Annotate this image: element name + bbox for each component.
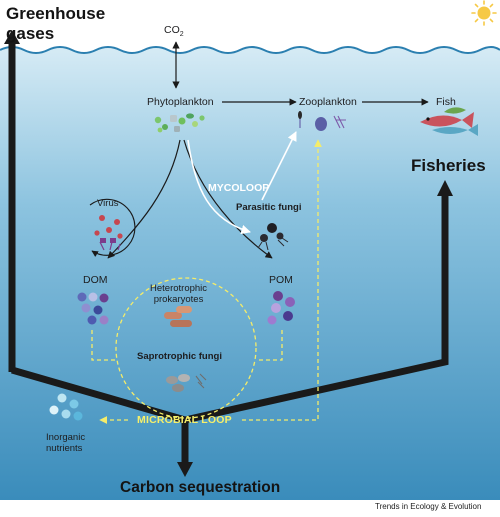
zooplankton-label: Zooplankton xyxy=(299,96,357,108)
viral-loop-circle xyxy=(89,198,136,257)
virus-label: Virus xyxy=(97,198,119,209)
virus-particles-icon xyxy=(94,215,123,251)
greenhouse-gases-title: Greenhouse gases xyxy=(6,4,106,43)
phytoplankton-label: Phytoplankton xyxy=(147,96,214,108)
sea-surface-line xyxy=(0,46,500,54)
heterotrophic-prokaryotes-label: Heterotrophic prokaryotes xyxy=(150,283,208,306)
pom-to-loop-dashed xyxy=(256,330,283,361)
parasitic-fungi-label: Parasitic fungi xyxy=(236,202,302,213)
saprotrophic-fungi-label: Saprotrophic fungi xyxy=(137,351,222,362)
dom-particles-icon xyxy=(77,292,109,325)
phyto-to-parasitic-fungi-arrow xyxy=(187,139,251,235)
loop-to-zooplankton-dashed xyxy=(242,139,322,421)
phytoplankton-cells-icon xyxy=(154,113,205,133)
co2-base: CO xyxy=(164,24,180,36)
saprotrophic-fungi-icon xyxy=(166,373,207,392)
co2-subscript: 2 xyxy=(179,31,184,39)
parasitic-fungi-to-zoo-arrow xyxy=(261,131,297,201)
microbial-loop-circle xyxy=(115,277,257,419)
journal-credit: Trends in Ecology & Evolution xyxy=(375,502,482,511)
carbon-sequestration-label: Carbon sequestration xyxy=(120,479,281,496)
heterotrophic-prokaryotes-icon xyxy=(164,306,192,327)
fisheries-label: Fisheries xyxy=(411,156,486,175)
co2-label: CO2 xyxy=(164,25,184,38)
zooplankton-icon xyxy=(298,111,346,131)
pom-label: POM xyxy=(269,274,293,286)
ocean-water xyxy=(0,47,500,500)
parasitic-fungi-icon xyxy=(257,223,289,251)
dom-to-loop-dashed xyxy=(91,330,116,361)
microbial-loop-label: MICROBIAL LOOP xyxy=(137,414,232,426)
fisheries-arrow xyxy=(184,195,449,424)
dom-label: DOM xyxy=(83,274,108,286)
sun-icon xyxy=(471,0,497,26)
pom-particles-icon xyxy=(267,291,295,325)
fish-icon xyxy=(420,107,478,136)
fish-label: Fish xyxy=(436,96,456,108)
inorganic-nutrients-label: Inorganic nutrients xyxy=(46,432,86,455)
inorganic-nutrients-icon xyxy=(49,393,83,421)
mycoloop-label: MYCOLOOP xyxy=(208,182,270,194)
